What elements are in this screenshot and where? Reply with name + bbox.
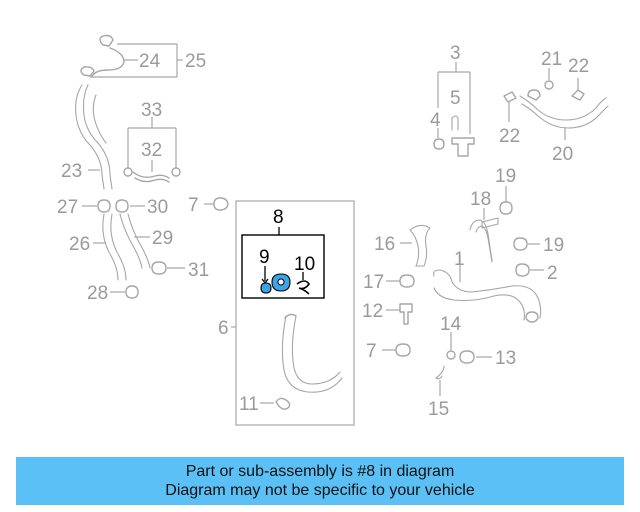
part-group-32-33: 33 32 <box>123 100 181 183</box>
callout-23[interactable]: 23 <box>61 161 82 182</box>
callout-22-upper[interactable]: 22 <box>568 56 589 77</box>
assembly-box-6: 6 11 <box>218 200 355 426</box>
callout-33[interactable]: 33 <box>141 100 162 121</box>
part-group-26-29: 26 29 <box>69 213 173 281</box>
callout-11[interactable]: 11 <box>239 394 259 415</box>
assembly-box-8: 8 9 10 <box>241 207 325 299</box>
part-group-28-31: 28 31 <box>87 260 209 304</box>
callout-8[interactable]: 8 <box>273 207 284 228</box>
callout-9[interactable]: 9 <box>259 247 270 268</box>
callout-14[interactable]: 14 <box>440 314 462 335</box>
part-group-18-19: 19 18 19 <box>469 166 564 263</box>
part-group-3-4-5: 3 4 5 <box>430 43 475 157</box>
callout-25[interactable]: 25 <box>185 51 206 72</box>
callout-3[interactable]: 3 <box>450 43 461 64</box>
part-10-clip[interactable] <box>296 280 310 295</box>
callout-6[interactable]: 6 <box>218 318 229 339</box>
callout-30[interactable]: 30 <box>147 197 168 218</box>
callout-13[interactable]: 13 <box>495 348 516 369</box>
callout-1[interactable]: 1 <box>454 249 465 270</box>
callout-7-lower[interactable]: 7 <box>366 341 377 362</box>
callout-27[interactable]: 27 <box>57 197 78 218</box>
callout-19-lower[interactable]: 19 <box>543 235 564 256</box>
callout-32[interactable]: 32 <box>141 140 162 161</box>
callout-7-upper[interactable]: 7 <box>188 195 199 216</box>
part-group-20-22: 21 22 22 20 <box>499 49 609 165</box>
callout-22-lower[interactable]: 22 <box>499 126 520 147</box>
callout-20[interactable]: 20 <box>552 144 573 165</box>
banner-line-2: Diagram may not be specific to your vehi… <box>165 482 475 499</box>
part-group-13-15: 14 13 15 <box>428 314 516 420</box>
callout-24[interactable]: 24 <box>139 51 161 72</box>
callout-4[interactable]: 4 <box>430 110 441 131</box>
part-group-27-30: 27 30 <box>57 197 168 218</box>
callout-2[interactable]: 2 <box>547 263 558 284</box>
callout-10[interactable]: 10 <box>294 254 315 275</box>
part-group-7-upper: 7 <box>188 195 229 216</box>
part-group-24-25: 24 25 <box>80 34 206 78</box>
callout-15[interactable]: 15 <box>428 399 449 420</box>
part-9-seal[interactable] <box>260 282 272 294</box>
callout-21[interactable]: 21 <box>541 49 562 70</box>
part-group-7-lower: 7 <box>366 341 411 362</box>
callout-17[interactable]: 17 <box>363 272 384 293</box>
parts-diagram: 24 25 23 33 32 27 30 <box>57 34 609 426</box>
callout-28[interactable]: 28 <box>87 283 108 304</box>
pipe-23: 23 <box>61 84 113 190</box>
callout-26[interactable]: 26 <box>69 234 90 255</box>
info-banner: Part or sub-assembly is #8 in diagram Di… <box>16 457 624 505</box>
callout-5[interactable]: 5 <box>450 88 461 109</box>
part-group-12-17: 17 12 <box>362 272 415 325</box>
callout-16[interactable]: 16 <box>374 234 395 255</box>
callout-19-upper[interactable]: 19 <box>495 166 516 187</box>
callout-29[interactable]: 29 <box>152 228 173 249</box>
callout-31[interactable]: 31 <box>188 260 209 281</box>
callout-18[interactable]: 18 <box>470 189 491 210</box>
part-group-16: 16 <box>374 224 431 267</box>
part-group-1-2: 1 2 <box>433 249 558 323</box>
callout-12[interactable]: 12 <box>362 301 383 322</box>
banner-line-1: Part or sub-assembly is #8 in diagram <box>185 463 455 480</box>
